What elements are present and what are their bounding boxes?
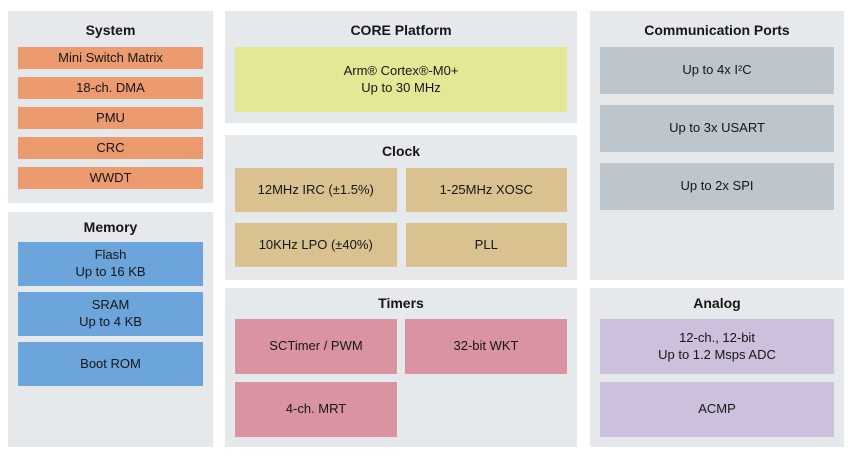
block-wkt: 32-bit WKT (405, 319, 567, 374)
panel-title-timers: Timers (378, 295, 424, 311)
block-cortex-m0plus: Arm® Cortex®-M0+ Up to 30 MHz (235, 47, 567, 112)
block-i2c: Up to 4x I²C (600, 47, 834, 94)
block-spi: Up to 2x SPI (600, 163, 834, 210)
block-crc: CRC (18, 137, 203, 159)
block-mrt: 4-ch. MRT (235, 382, 397, 437)
block-acmp: ACMP (600, 382, 834, 437)
panel-title-clock: Clock (381, 143, 421, 159)
panel-communication-ports: Communication Ports Up to 4x I²C Up to 3… (590, 11, 844, 280)
block-pmu: PMU (18, 107, 203, 129)
timers-block-grid: SCTimer / PWM 32-bit WKT 4-ch. MRT (235, 319, 567, 437)
block-adc: 12-ch., 12-bit Up to 1.2 Msps ADC (600, 319, 834, 374)
panel-clock: Clock 12MHz IRC (±1.5%) 1-25MHz XOSC 10K… (225, 135, 577, 280)
clock-block-grid: 12MHz IRC (±1.5%) 1-25MHz XOSC 10KHz LPO… (235, 168, 567, 267)
block-usart: Up to 3x USART (600, 105, 834, 152)
block-mini-switch-matrix: Mini Switch Matrix (18, 47, 203, 69)
block-boot-rom: Boot ROM (18, 342, 203, 386)
block-irc: 12MHz IRC (±1.5%) (235, 168, 397, 212)
block-sctimer-pwm: SCTimer / PWM (235, 319, 397, 374)
panel-title-system: System (85, 22, 136, 38)
block-pll: PLL (405, 223, 567, 267)
panel-analog: Analog 12-ch., 12-bit Up to 1.2 Msps ADC… (590, 288, 844, 447)
block-wwdt: WWDT (18, 167, 203, 189)
block-flash: Flash Up to 16 KB (18, 242, 203, 286)
block-sram: SRAM Up to 4 KB (18, 292, 203, 336)
block-dma: 18-ch. DMA (18, 77, 203, 99)
panel-title-memory: Memory (83, 219, 138, 235)
panel-memory: Memory Flash Up to 16 KB SRAM Up to 4 KB… (8, 212, 213, 447)
panel-title-core-platform: CORE Platform (350, 22, 452, 38)
panel-title-analog: Analog (693, 295, 741, 311)
block-xosc: 1-25MHz XOSC (405, 168, 567, 212)
panel-title-communication-ports: Communication Ports (644, 22, 790, 38)
panel-core-platform: CORE Platform Arm® Cortex®-M0+ Up to 30 … (225, 11, 577, 123)
block-lpo: 10KHz LPO (±40%) (235, 223, 397, 267)
panel-timers: Timers SCTimer / PWM 32-bit WKT 4-ch. MR… (225, 288, 577, 447)
panel-system: System Mini Switch Matrix 18-ch. DMA PMU… (8, 11, 213, 203)
